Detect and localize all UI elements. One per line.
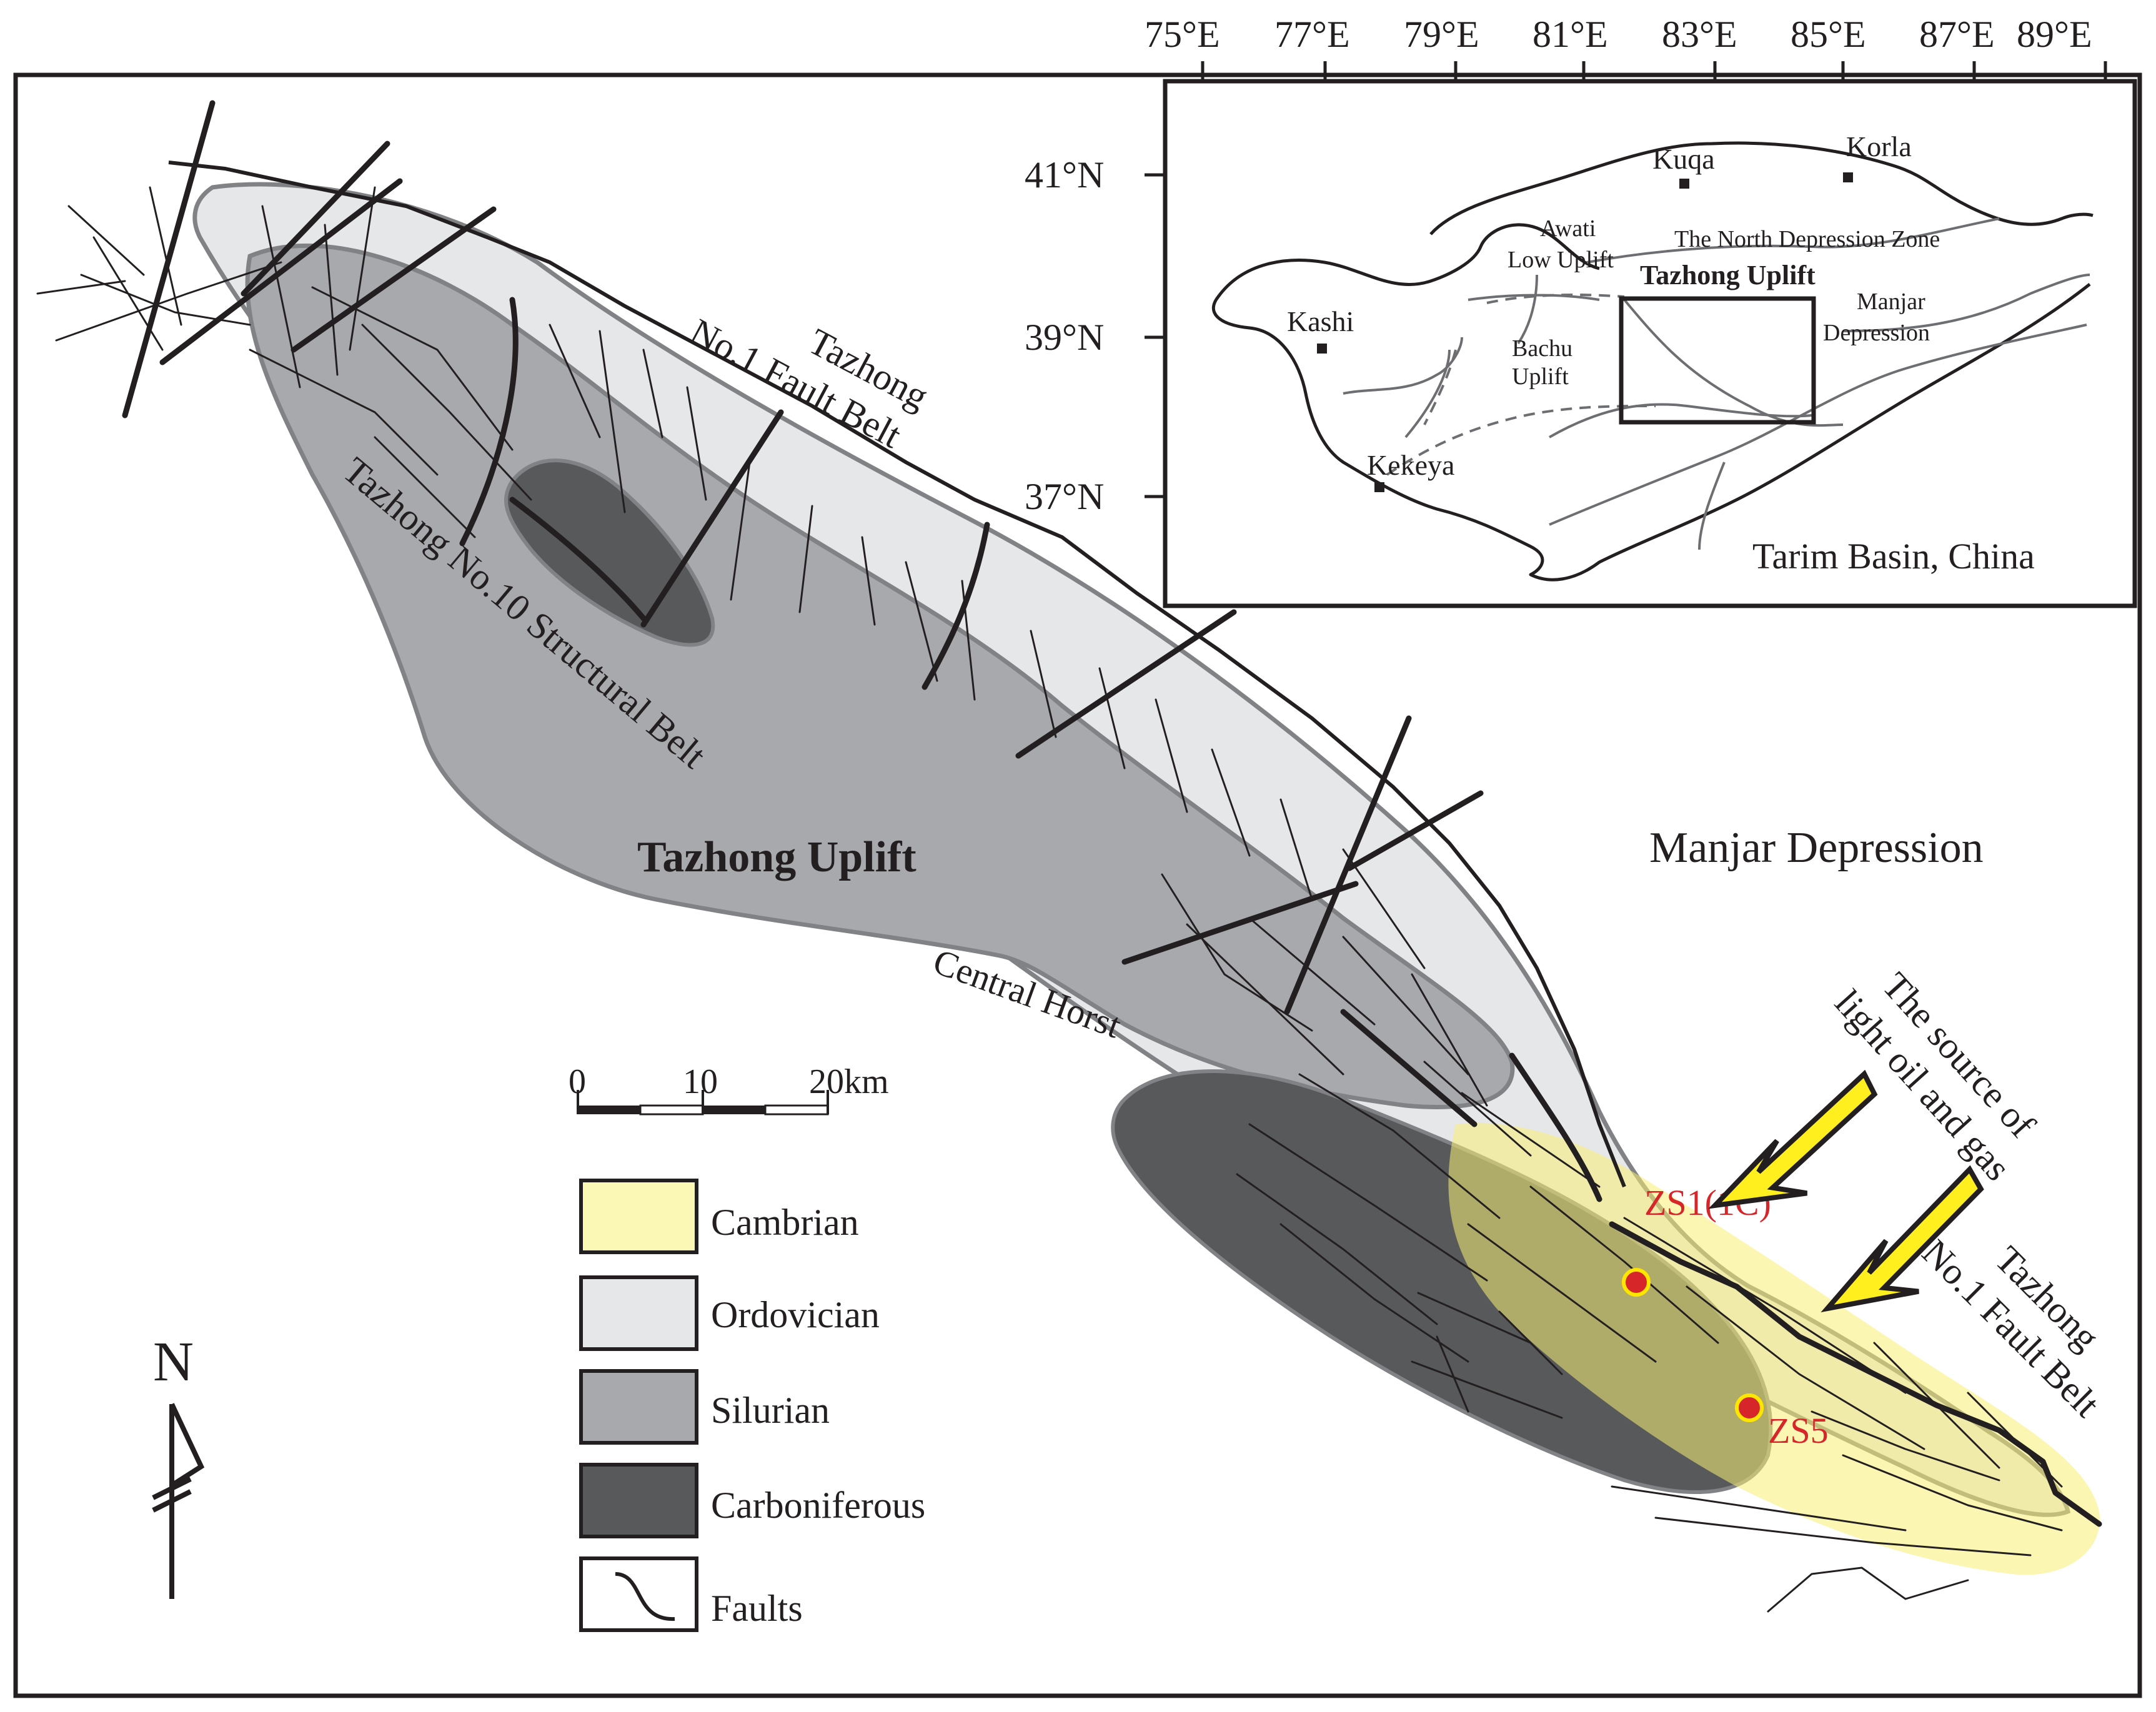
legend-label: Ordovician [711,1294,880,1335]
inset-label-bachu: Bachu [1512,335,1572,362]
fault-line-icon [615,1572,675,1621]
source-arrow-right-icon [1821,1165,1984,1313]
geologic-units [192,182,2100,1575]
svg-text:87°E: 87°E [1919,14,1995,55]
legend-label: Cambrian [711,1202,859,1243]
city-marker-icon [1843,172,1853,182]
svg-text:77°E: 77°E [1274,14,1350,55]
north-arrow: N [152,1331,205,1599]
legend-swatch [579,1275,698,1351]
well-marker-icon [1735,1393,1764,1422]
scale-tick-10: 10 [683,1062,718,1101]
inset-latitude-axis: 41°N 39°N 37°N [1025,154,1165,517]
svg-text:37°N: 37°N [1025,476,1104,517]
north-label: N [153,1331,194,1393]
tarim-basin-outline [1211,141,2094,581]
inset-longitude-axis: 75°E 77°E 79°E 81°E 83°E 85°E 87°E 89°E [1145,14,2107,81]
well-zs5[interactable]: ZS5 [1735,1393,1829,1451]
legend-item-silurian: Silurian [579,1369,830,1445]
tazhong-study-area-box [1619,296,1816,425]
city-label: Kuqa [1652,143,1715,175]
inset-label-bachu-uplift: Uplift [1512,364,1569,390]
source-label: The source of light oil and gas [1827,965,2044,1189]
city-label: Korla [1846,131,1912,162]
svg-text:81°E: 81°E [1533,14,1608,55]
legend-item-cambrian: Cambrian [579,1179,859,1254]
legend: Cambrian Ordovician Silurian Carbonifero… [579,1179,925,1632]
svg-text:41°N: 41°N [1025,154,1104,195]
legend-label: Silurian [711,1390,830,1431]
legend-swatch [579,1369,698,1445]
city-marker-icon [1679,179,1689,189]
inset-frame [1163,79,2137,608]
svg-text:83°E: 83°E [1662,14,1737,55]
inset-uplift-dashes [1386,294,1656,476]
tazhong-no1-fault-line [168,161,1626,1188]
legend-label: Faults [711,1588,803,1629]
inset-label-awati: Awati [1540,215,1596,242]
legend-label: Carboniferous [711,1485,925,1526]
inset-label-manjar: Manjar [1857,289,1925,315]
svg-text:85°E: 85°E [1791,14,1866,55]
scale-tick-0: 0 [569,1062,586,1101]
inset-label-depression: Depression [1823,320,1930,346]
svg-text:75°E: 75°E [1145,14,1220,55]
tazhong-uplift-label: Tazhong Uplift [637,833,917,881]
well-label: ZS5 [1768,1410,1829,1451]
inset-caption: Tarim Basin, China [1752,536,2035,576]
city-label: Kashi [1287,305,1354,337]
legend-swatch [579,1463,698,1538]
scale-bar: 0 10 20km [569,1062,889,1116]
legend-item-carboniferous: Carboniferous [579,1463,925,1538]
well-marker-icon [1622,1268,1651,1297]
legend-item-ordovician: Ordovician [579,1275,880,1351]
source-arrow-left-icon [1708,1069,1878,1209]
city-marker-icon [1374,482,1384,492]
inset-label-low-uplift: Low Uplift [1508,247,1614,273]
inset-label-tazhong: Tazhong Uplift [1640,260,1816,290]
north-arrow-icon [152,1403,205,1599]
main-map-frame [13,72,2142,1698]
scale-tick-20: 20km [809,1062,889,1101]
legend-swatch [579,1179,698,1254]
city-label: Kekeya [1367,449,1454,481]
city-marker-icon [1317,344,1327,354]
inset-cities: Kuqa Korla Kashi Kekeya [1287,131,1912,492]
legend-item-faults: Faults [579,1556,803,1632]
svg-text:89°E: 89°E [2017,14,2092,55]
svg-text:39°N: 39°N [1025,317,1104,358]
manjar-depression-label: Manjar Depression [1649,824,1984,872]
svg-text:79°E: 79°E [1404,14,1479,55]
cambrian-unit [1448,1123,2100,1575]
inset-map: 75°E 77°E 79°E 81°E 83°E 85°E 87°E 89°E … [1025,14,2137,608]
inset-label-north-depression: The North Depression Zone [1674,226,1940,252]
faults-thin [36,186,2063,1613]
